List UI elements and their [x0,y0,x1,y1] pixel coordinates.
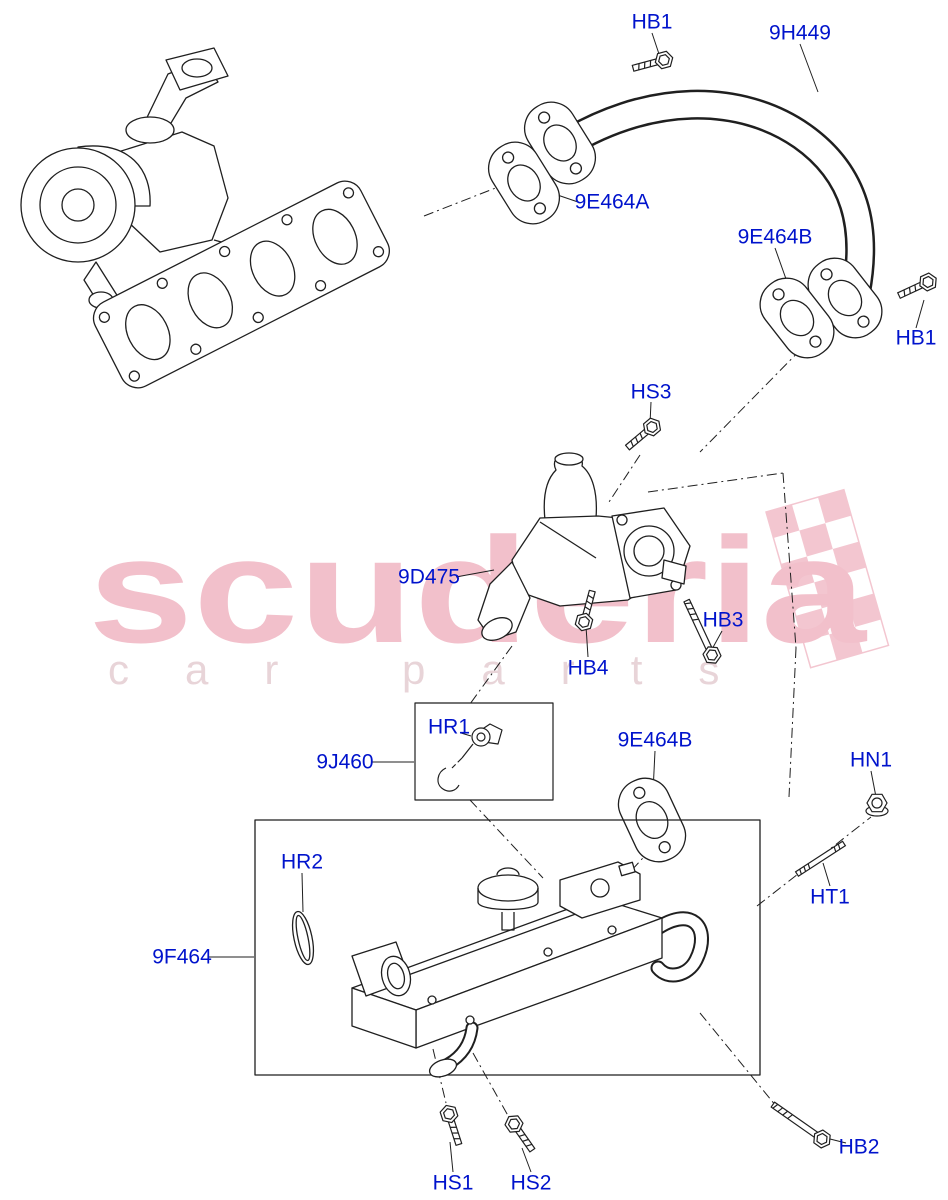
sensor-kit-drawing [414,702,554,801]
part-label-HR1[interactable]: HR1 [427,715,471,739]
part-label-HS1[interactable]: HS1 [432,1171,474,1195]
part-label-9J460[interactable]: 9J460 [316,750,374,774]
turbo-manifold-drawing [20,47,390,389]
checkered-flag-watermark [765,488,890,669]
part-label-9H449[interactable]: 9H449 [769,21,831,45]
bolt-HS1 [438,1102,467,1148]
part-label-9D475[interactable]: 9D475 [398,565,460,589]
part-label-HT1[interactable]: HT1 [810,885,850,909]
nut-HN1 [865,793,889,817]
bolt-HB2 [767,1097,835,1152]
part-label-HB1-top[interactable]: HB1 [631,10,673,34]
part-label-9E464B-top[interactable]: 9E464B [737,225,813,249]
stud-HT1 [794,840,847,877]
part-label-HB1-right[interactable]: HB1 [895,326,937,350]
watermark-text-main: scuderia [88,506,868,674]
part-label-HB4[interactable]: HB4 [567,656,609,680]
part-label-9F464[interactable]: 9F464 [152,945,212,969]
part-label-9E464B-mid[interactable]: 9E464B [617,728,693,752]
watermark-text-sub: car parts [108,646,775,693]
bolt-HB1-right [895,270,941,304]
part-label-HB2[interactable]: HB2 [838,1135,880,1159]
part-label-HR2[interactable]: HR2 [280,850,324,874]
part-label-HS2[interactable]: HS2 [510,1171,552,1195]
bolt-HB1-top [630,49,676,77]
bolt-HS2 [501,1111,540,1156]
module-box-9F464 [254,819,761,1076]
bolt-HS3 [621,414,665,455]
o-ring-HR2 [291,910,315,966]
egr-valve-drawing [477,414,724,668]
part-label-HN1[interactable]: HN1 [849,748,893,772]
part-label-HS3[interactable]: HS3 [630,380,672,404]
kit-box-9J460 [414,702,554,801]
mid-fasteners-drawing [609,769,889,877]
egr-cooler-drawing [254,819,835,1156]
part-label-9E464A[interactable]: 9E464A [574,190,650,214]
watermark: scuderia car parts [88,488,890,693]
egr-pipe-drawing [478,49,941,369]
part-label-HB3[interactable]: HB3 [702,608,744,632]
